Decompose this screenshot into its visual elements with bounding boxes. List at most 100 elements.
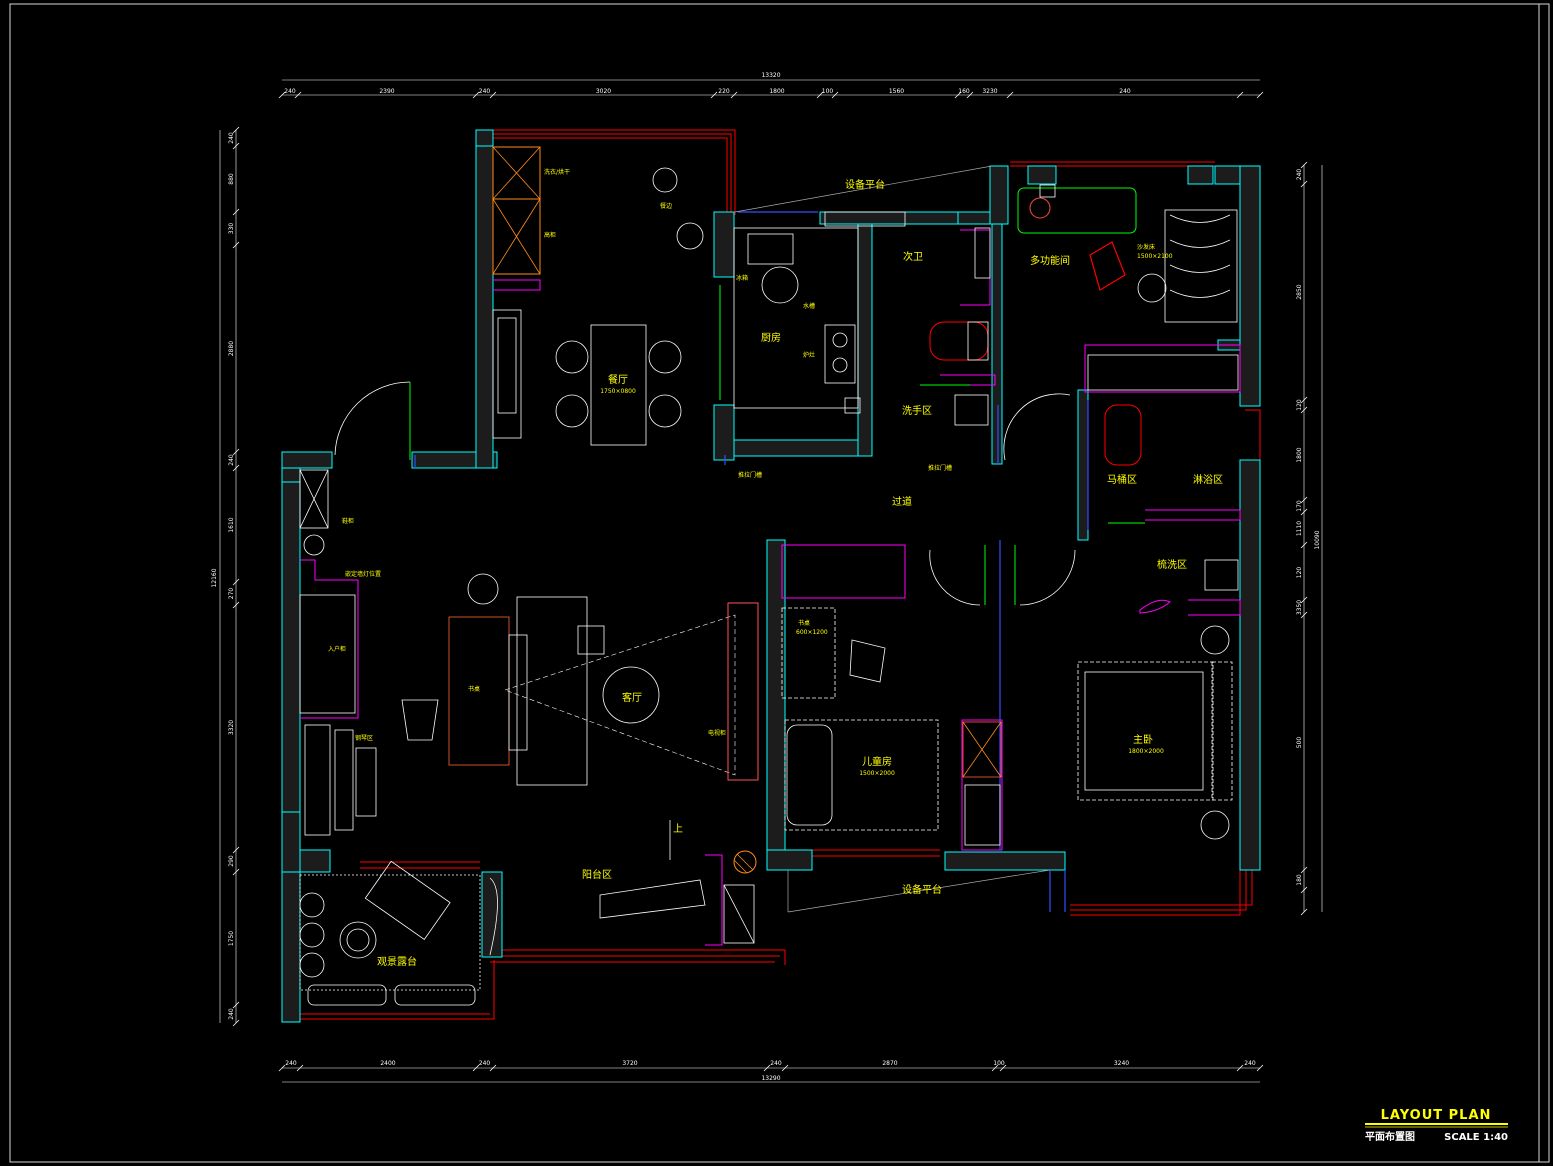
dimension-label-top: 3020 xyxy=(596,88,611,95)
dimension-tick-left xyxy=(232,846,240,854)
label-stove: 炉灶 xyxy=(803,351,815,359)
dimension-tick-bottom xyxy=(763,1064,771,1072)
dimension-tick-top xyxy=(278,91,286,99)
dimension-label-top: 220 xyxy=(718,88,730,95)
dimension-tick-right xyxy=(1300,908,1308,916)
dimension-tick-top xyxy=(472,91,480,99)
dimension-bottom-total: 13290 xyxy=(761,1075,780,1082)
room-labels: 餐厅 1750×0800 厨房 次卫 洗手区 多功能间 设备平台 设备平台 过道… xyxy=(377,178,1223,968)
dimension-right: 10090 xyxy=(1303,165,1323,912)
dimension-tick-right xyxy=(1300,541,1308,549)
dimension-tick-top xyxy=(816,91,824,99)
dimension-label-bottom: 3240 xyxy=(1114,1060,1129,1067)
label-sink: 水槽 xyxy=(803,302,815,310)
dimension-label-bottom: 240 xyxy=(770,1060,782,1067)
dimension-label-top: 3230 xyxy=(982,88,997,95)
dimension-label-right: 120 xyxy=(1296,399,1303,411)
dimension-tick-bottom xyxy=(472,1064,480,1072)
dimension-label-bottom: 240 xyxy=(285,1060,297,1067)
dimension-label-left: 240 xyxy=(228,454,235,466)
label-living-room: 客厅 xyxy=(622,691,642,704)
dimension-label-right: 180 xyxy=(1296,874,1303,886)
dimension-tick-right xyxy=(1300,508,1308,516)
label-up-arrow: 上 xyxy=(673,823,683,835)
dimension-tick-left xyxy=(232,208,240,216)
dimension-label-right: 1800 xyxy=(1296,447,1303,462)
label-fridge: 冰箱 xyxy=(736,274,748,282)
label-master-bedroom: 主卧 xyxy=(1133,733,1153,746)
dimension-label-top: 1800 xyxy=(769,88,784,95)
dimension-tick-bottom xyxy=(296,1064,304,1072)
dimension-label-right: 500 xyxy=(1296,737,1303,749)
dimension-label-top: 100 xyxy=(822,88,834,95)
title-block: LAYOUT PLAN 平面布置图 SCALE 1:40 xyxy=(1365,1108,1508,1143)
label-guest-bath: 次卫 xyxy=(903,250,923,263)
dimension-label-left: 240 xyxy=(228,1008,235,1020)
dimension-label-bottom: 3720 xyxy=(622,1060,637,1067)
dimension-label-top: 2390 xyxy=(379,88,394,95)
dimension-label-top: 160 xyxy=(958,88,970,95)
dimension-tick-right xyxy=(1300,161,1308,169)
dimension-label-top: 240 xyxy=(479,88,491,95)
dimension-tick-bottom xyxy=(781,1064,789,1072)
dimension-tick-top xyxy=(1236,91,1244,99)
label-shoe-cabinet: 鞋柜 xyxy=(342,517,354,525)
dimension-tick-right xyxy=(1300,886,1308,894)
label-piano: 钢琴区 xyxy=(355,734,373,742)
dimension-tick-left xyxy=(232,448,240,456)
doors xyxy=(334,285,1145,606)
dimension-label-top: 1560 xyxy=(889,88,904,95)
dimension-left: 12160 xyxy=(211,130,237,1023)
dimension-right-total: 10090 xyxy=(1314,530,1321,549)
dimension-tick-left xyxy=(232,1001,240,1009)
dimension-label-left: 240 xyxy=(228,132,235,144)
dimension-label-top: 240 xyxy=(284,88,296,95)
windows xyxy=(300,129,1261,1020)
dimension-label-left: 2880 xyxy=(228,341,235,356)
dimension-tick-top xyxy=(954,91,962,99)
dimension-label-right: 3350 xyxy=(1296,600,1303,615)
dimension-tick-top xyxy=(1256,91,1264,99)
label-sofa-bed-note: 1500×2100 xyxy=(1137,253,1173,260)
dimension-label-left: 330 xyxy=(228,223,235,235)
dimension-label-right: 1110 xyxy=(1296,521,1303,536)
dimension-tick-left xyxy=(232,464,240,472)
dimension-tick-bottom xyxy=(999,1064,1007,1072)
dimension-tick-right xyxy=(1300,866,1308,874)
dimension-tick-right xyxy=(1300,396,1308,404)
label-dining-note: 1750×0800 xyxy=(600,388,636,395)
drawing-subtitle: 平面布置图 xyxy=(1365,1130,1415,1143)
dimension-tick-top xyxy=(1006,91,1014,99)
dimension-tick-top xyxy=(730,91,738,99)
label-washer: 洗衣/烘干 xyxy=(544,168,570,176)
dimension-tick-top xyxy=(489,91,497,99)
label-toilet-area: 马桶区 xyxy=(1107,473,1137,486)
dimension-ticks: 240 2390 240 3020 220 1800 100 1560 160 3230 240 24… xyxy=(228,88,1308,1072)
dimension-tick-bottom xyxy=(991,1064,999,1072)
drawing-title: LAYOUT PLAN xyxy=(1381,1108,1492,1123)
dimension-tick-right xyxy=(1300,496,1308,504)
furniture-labels: 洗衣/烘干 高柜 餐边 冰箱 水槽 炉灶 推拉门槽 推拉门槽 鞋柜 嵌定墙灯位置… xyxy=(328,168,1173,742)
label-shower-area: 淋浴区 xyxy=(1193,473,1223,486)
equipment-platform-lines xyxy=(734,165,1051,913)
dimension-label-bottom: 2400 xyxy=(380,1060,395,1067)
dimension-tick-right xyxy=(1300,596,1308,604)
dimension-label-left: 270 xyxy=(228,588,235,600)
label-tv-cabinet: 电视柜 xyxy=(708,729,726,737)
dimension-tick-left xyxy=(232,126,240,134)
label-kids-desk: 书桌 xyxy=(798,619,810,627)
dimension-tick-bottom xyxy=(1256,1064,1264,1072)
dimension-label-left: 1750 xyxy=(228,931,235,946)
label-entry-cabinet: 入户柜 xyxy=(328,645,346,653)
dimension-tick-right xyxy=(1300,406,1308,414)
label-kids-room-note: 1500×2000 xyxy=(859,770,895,777)
label-multi-function-room: 多功能间 xyxy=(1030,254,1070,267)
dimension-tick-top xyxy=(831,91,839,99)
dimension-tick-bottom xyxy=(278,1064,286,1072)
dimension-tick-top xyxy=(966,91,974,99)
walls xyxy=(281,129,1261,1023)
dimension-label-left: 880 xyxy=(228,173,235,185)
label-dining: 餐厅 xyxy=(608,373,628,386)
dimension-tick-left xyxy=(232,578,240,586)
